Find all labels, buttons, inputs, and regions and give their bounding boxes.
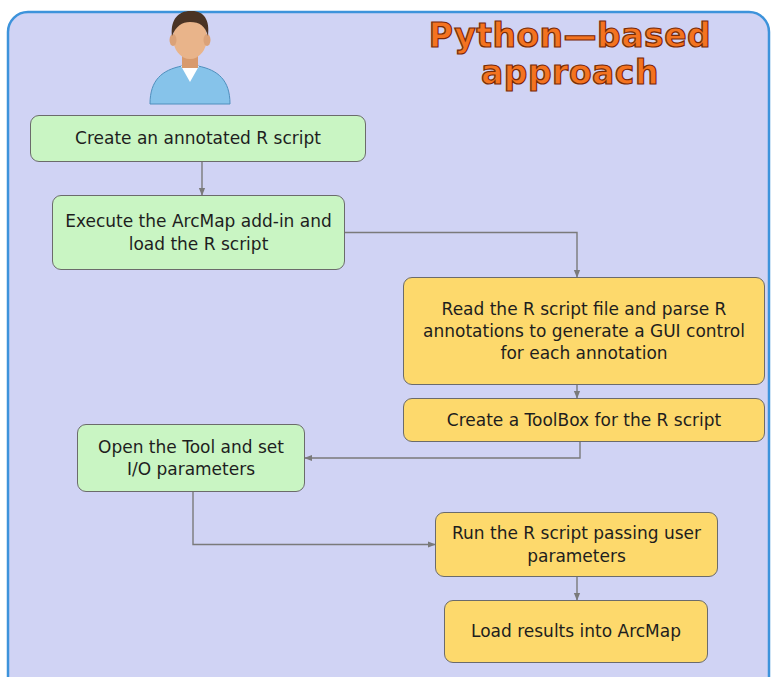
process-box: Execute the ArcMap add-in and load the R… [52, 195, 345, 270]
process-box: Create an annotated R script [30, 115, 366, 162]
process-box: Open the Tool and set I/O parameters [77, 424, 305, 492]
process-box: Run the R script passing user parameters [435, 512, 718, 577]
flow-arrow [193, 492, 435, 545]
diagram-title: Python—based approach [425, 18, 715, 92]
flow-arrow [576, 385, 577, 398]
process-box: Create a ToolBox for the R script [403, 398, 765, 442]
flow-arrow [576, 577, 577, 600]
flow-arrow [201, 162, 202, 195]
step-text: Open the Tool and set I/O parameters [87, 436, 295, 480]
step-text: Run the R script passing user parameters [445, 522, 708, 566]
user-icon [150, 11, 230, 104]
process-box: Load results into ArcMap [444, 600, 708, 663]
step-text: Create a ToolBox for the R script [447, 409, 721, 431]
flow-arrow [305, 442, 580, 458]
flow-arrow [345, 233, 577, 278]
process-box: Read the R script file and parse R annot… [403, 277, 765, 385]
panel-frame [8, 12, 769, 677]
step-text: Execute the ArcMap add-in and load the R… [62, 210, 335, 254]
step-text: Read the R script file and parse R annot… [413, 298, 755, 364]
step-text: Load results into ArcMap [471, 620, 681, 642]
step-text: Create an annotated R script [75, 127, 321, 149]
